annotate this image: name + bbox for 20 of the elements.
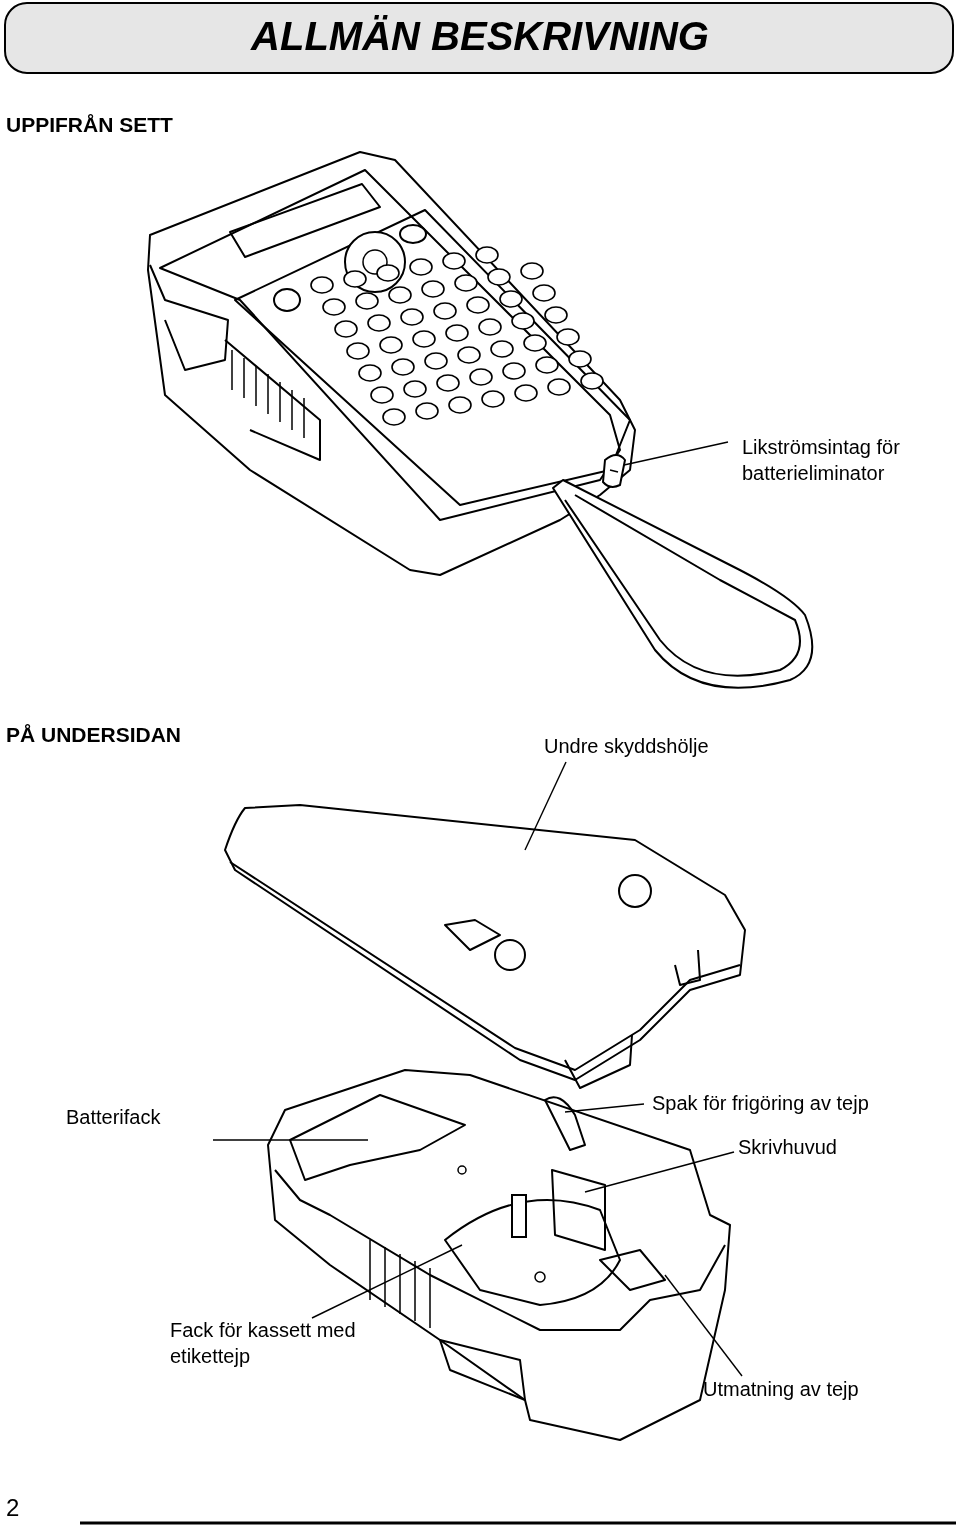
leader-line [524,761,567,851]
page-title: ALLMÄN BESKRIVNING [249,14,710,58]
leader-line [212,1139,369,1141]
leader-line [584,1151,735,1193]
part-label: Fack för kassett med etikettejp [170,1317,390,1369]
section-heading: UPPIFRÅN SETT [6,112,173,138]
leader-line [564,1103,645,1113]
power-socket-drawing [602,454,626,488]
leader-line [311,1244,463,1319]
leader-line [623,441,729,466]
section-heading: PÅ UNDERSIDAN [6,722,181,748]
part-label: Spak för frigöring av tejp [652,1090,912,1116]
page-number: 2 [6,1495,20,1521]
bottom-cover-drawing [224,804,746,1089]
part-label: Batterifack [66,1104,216,1130]
part-label: Utmatning av tejp [703,1376,903,1402]
leader-line [664,1274,743,1377]
part-label: Skrivhuvud [738,1134,888,1160]
part-label: Undre skyddshölje [544,733,784,759]
part-label: Likströmsintag för batterieliminator [742,434,942,486]
